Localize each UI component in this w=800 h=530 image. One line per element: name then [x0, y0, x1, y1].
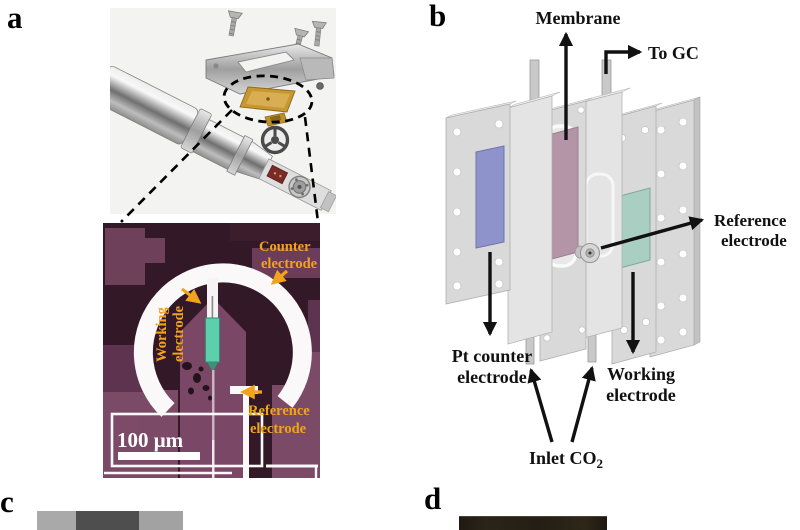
membrane-label: Membrane: [536, 8, 621, 28]
reference-electrode-knob: [574, 243, 600, 263]
panel-c-band-right: [139, 511, 183, 530]
to-gc-label: To GC: [648, 43, 699, 63]
inlet-co2-label: Inlet CO2: [529, 448, 603, 471]
panel-c-image: [37, 511, 183, 530]
counter-tube: [529, 59, 540, 101]
svg-text:Pt counter: Pt counter: [452, 346, 532, 366]
zoom-dash-line-right: [303, 116, 320, 223]
panel-d-label: d: [424, 481, 442, 516]
working-electrode-strip: [205, 278, 220, 478]
mounting-screw-3: [311, 20, 327, 47]
micrograph: 100 μm Counter electrode Working electro…: [103, 223, 320, 478]
panel-b-label: b: [429, 0, 447, 33]
gold-chip: [239, 86, 296, 113]
svg-text:Working: Working: [607, 364, 675, 384]
svg-text:electrode: electrode: [721, 231, 787, 250]
panel-d-image: [459, 516, 607, 530]
working-electrode-label: Working electrode: [154, 287, 202, 362]
working-electrode-label-b: Working electrode: [606, 364, 676, 405]
to-gc-arrow: [604, 44, 643, 74]
svg-text:electrode: electrode: [261, 256, 318, 272]
pad-patch: [116, 417, 138, 443]
counter-electrode-label: Counter electrode: [259, 239, 318, 285]
svg-text:electrode: electrode: [457, 367, 527, 387]
flow-block-1: [507, 59, 561, 365]
panel-c-label: c: [0, 484, 14, 519]
pt-counter-electrode-label: Pt counter electrode: [452, 346, 532, 387]
counter-electrode-ring: [133, 263, 312, 417]
mounting-screw-1: [227, 10, 243, 37]
svg-text:Working: Working: [154, 306, 170, 362]
panel-c-band-middle: [76, 511, 139, 530]
inlet-co2-arrow-2: [570, 365, 596, 443]
counter-electrode-arrow: [270, 269, 289, 285]
working-electrode-sheet: [619, 187, 651, 269]
inlet-co2-arrow-1: [527, 367, 554, 443]
device-outlines: [104, 412, 318, 478]
reference-electrode-label: Reference electrode: [240, 384, 310, 437]
chip-washer: [260, 125, 290, 155]
deposit-blotches: [182, 362, 212, 401]
svg-text:Reference: Reference: [714, 211, 787, 230]
reference-electrode-label-b: Reference electrode: [714, 211, 787, 250]
svg-text:electrode: electrode: [171, 305, 187, 362]
svg-text:electrode: electrode: [250, 421, 307, 437]
tem-holder-rod: [110, 66, 336, 213]
scale-bar: 100 μm: [117, 428, 200, 460]
zoom-ellipse: [222, 74, 314, 124]
membrane-sheet: [551, 126, 579, 260]
pt-counter-electrode-sheet: [475, 145, 505, 249]
panel-b-figure: Membrane To GC Reference electrode Pt co…: [445, 8, 787, 471]
working-electrode-arrow: [181, 287, 202, 304]
svg-text:Reference: Reference: [248, 403, 310, 419]
zoom-dash-line-left: [120, 109, 233, 223]
bolt-holes: [452, 119, 504, 291]
tip-gear: [288, 175, 311, 199]
chip-socket: [266, 164, 289, 185]
holder-photo: [110, 8, 336, 214]
scale-bar-line: [118, 452, 200, 460]
scale-bar-text: 100 μm: [117, 428, 184, 452]
panel-a-label: a: [7, 0, 23, 35]
end-plate-left: [445, 100, 517, 305]
svg-text:Counter: Counter: [259, 239, 311, 255]
svg-text:electrode: electrode: [606, 385, 676, 405]
panel-c-band-left: [37, 511, 76, 530]
bolt-holes: [656, 117, 688, 345]
reference-electrode-arrow-b: [600, 216, 705, 250]
panel-a-figure: 100 μm Counter electrode Working electro…: [103, 8, 336, 478]
flow-block-2: [575, 59, 631, 363]
